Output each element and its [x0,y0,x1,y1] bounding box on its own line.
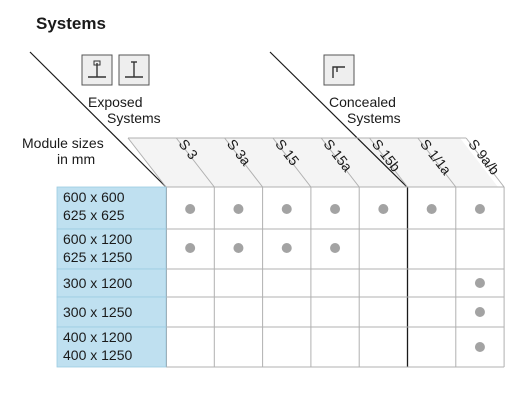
module-size-label: 600 x 600 [63,189,125,205]
module-sizes-unit: in mm [57,151,95,167]
exposed-grid-icon [81,54,113,86]
module-size-label: 600 x 1200 [63,231,132,247]
availability-dot [474,204,485,214]
concealed-label-line1: Concealed [329,94,396,110]
row-label-cell [56,228,167,270]
availability-dot [185,243,196,253]
row-label-cell [56,296,167,328]
module-size-label: 400 x 1250 [63,347,132,363]
header-slant-line [465,137,505,188]
availability-dot [185,204,196,214]
row-label-cell [56,326,167,368]
availability-dot [233,204,244,214]
exposed-diagonal-line [29,51,167,188]
module-size-label: 300 x 1250 [63,304,132,320]
header-slant-line [175,137,215,188]
page-title: Systems [36,14,106,33]
exposed-grid-tee-icon [118,54,150,86]
availability-dot [474,307,485,317]
availability-dot [378,204,389,214]
row-label-cell [56,268,167,298]
concealed-diagonal-line [269,51,408,188]
exposed-label-line2: Systems [107,110,161,126]
availability-dot [281,204,292,214]
availability-dot [426,204,437,214]
availability-dot [330,243,341,253]
availability-dot [330,204,341,214]
header-shade [128,138,498,187]
exposed-label-line1: Exposed [88,94,142,110]
header-slant-line [369,137,408,188]
concealed-label-line2: Systems [347,110,401,126]
module-size-label: 625 x 625 [63,207,125,223]
availability-dot [233,243,244,253]
availability-dot [474,342,485,352]
header-slant-line [320,137,360,188]
header-slant-line [224,137,263,188]
concealed-grid-icon [323,54,355,86]
module-sizes-label: Module sizes [22,135,104,151]
module-size-label: 625 x 1250 [63,249,132,265]
availability-dot [474,278,485,288]
availability-dot [281,243,292,253]
module-size-label: 300 x 1200 [63,275,132,291]
header-slant-line [417,137,457,188]
row-label-cell [56,186,167,230]
module-size-label: 400 x 1200 [63,329,132,345]
header-slant-line [272,137,312,188]
header-slant-line [127,137,167,188]
